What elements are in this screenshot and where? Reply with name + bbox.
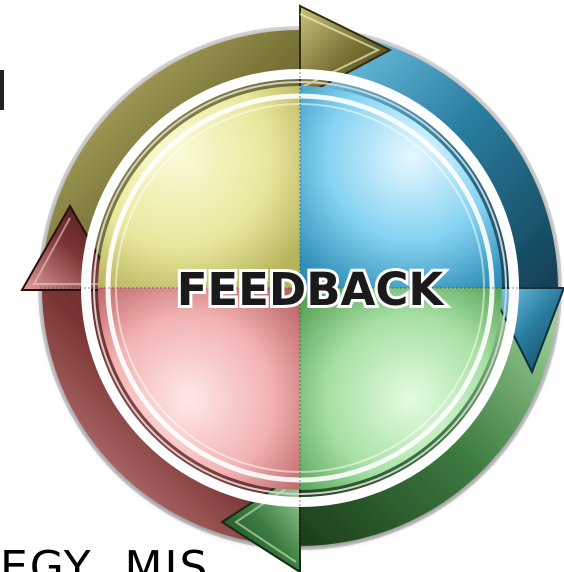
inner-disk bbox=[98, 86, 502, 490]
caption-text: EGY, MIS bbox=[0, 542, 210, 572]
edge-mark bbox=[0, 70, 4, 110]
center-label: FEEDBACK bbox=[177, 263, 446, 316]
